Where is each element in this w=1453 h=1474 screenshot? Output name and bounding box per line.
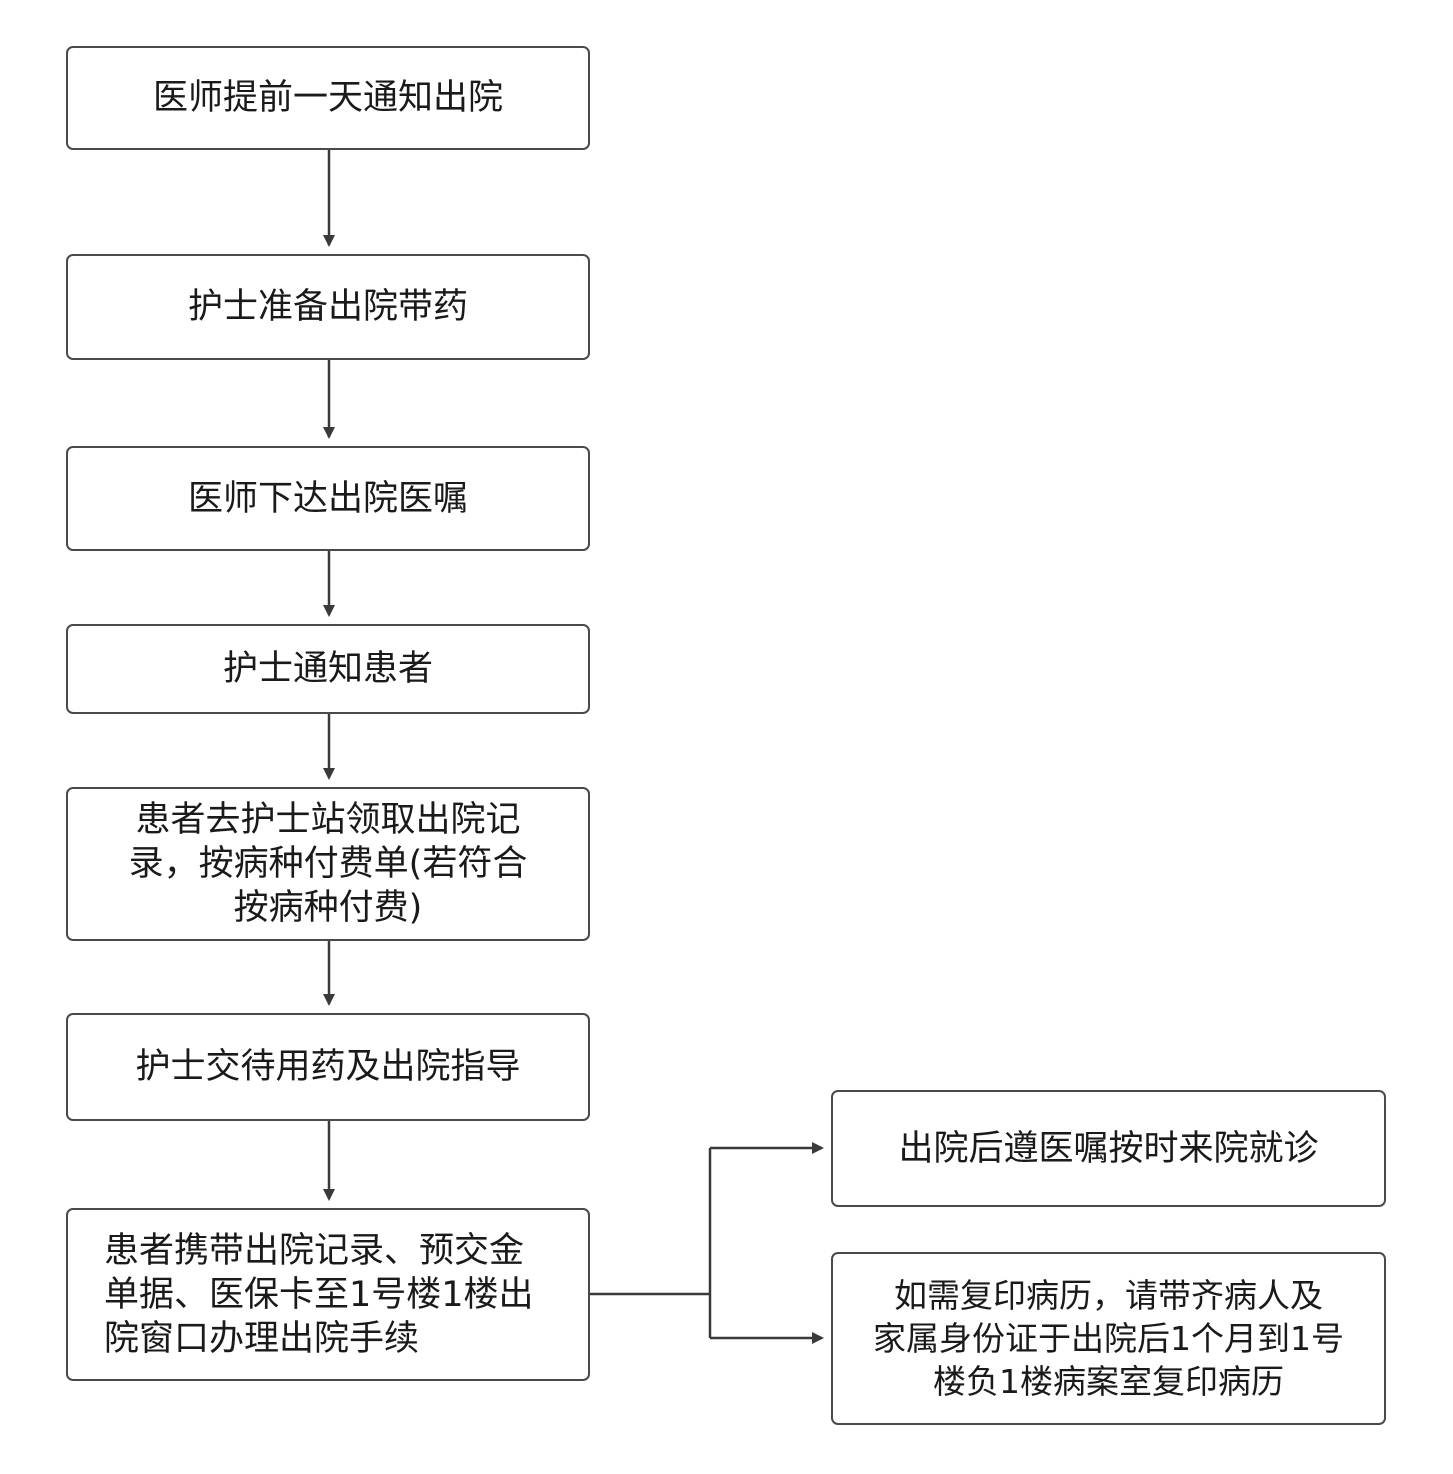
step-7-discharge-procedures: 患者携带出院记录、预交金 单据、医保卡至1号楼1楼出 院窗口办理出院手续 [66,1208,590,1381]
step-7-label: 患者携带出院记录、预交金 单据、医保卡至1号楼1楼出 院窗口办理出院手续 [104,1230,534,1359]
step-6-label: 护士交待用药及出院指导 [135,1047,521,1087]
step-3-doctor-issues-orders: 医师下达出院医嘱 [66,446,590,551]
step-1-doctor-notifies-discharge: 医师提前一天通知出院 [66,46,590,150]
step-4-label: 护士通知患者 [222,649,433,689]
branch-1-follow-up-visit: 出院后遵医嘱按时来院就诊 [831,1090,1386,1207]
branch-1-label: 出院后遵医嘱按时来院就诊 [898,1128,1319,1169]
step-6-nurse-medication-guidance: 护士交待用药及出院指导 [66,1013,590,1121]
branch-2-label: 如需复印病历，请带齐病人及 家属身份证于出院后1个月到1号 楼负1楼病案室复印病… [873,1276,1344,1401]
step-2-label: 护士准备出院带药 [187,287,468,327]
step-1-label: 医师提前一天通知出院 [152,78,503,118]
step-3-label: 医师下达出院医嘱 [187,478,468,519]
step-5-patient-collects-records: 患者去护士站领取出院记 录，按病种付费单(若符合 按病种付费) [66,787,590,941]
step-2-nurse-prepares-medication: 护士准备出院带药 [66,254,590,360]
step-4-nurse-notifies-patient: 护士通知患者 [66,624,590,714]
branch-2-copy-medical-records: 如需复印病历，请带齐病人及 家属身份证于出院后1个月到1号 楼负1楼病案室复印病… [831,1252,1386,1425]
step-5-label: 患者去护士站领取出院记 录，按病种付费单(若符合 按病种付费) [128,800,528,928]
